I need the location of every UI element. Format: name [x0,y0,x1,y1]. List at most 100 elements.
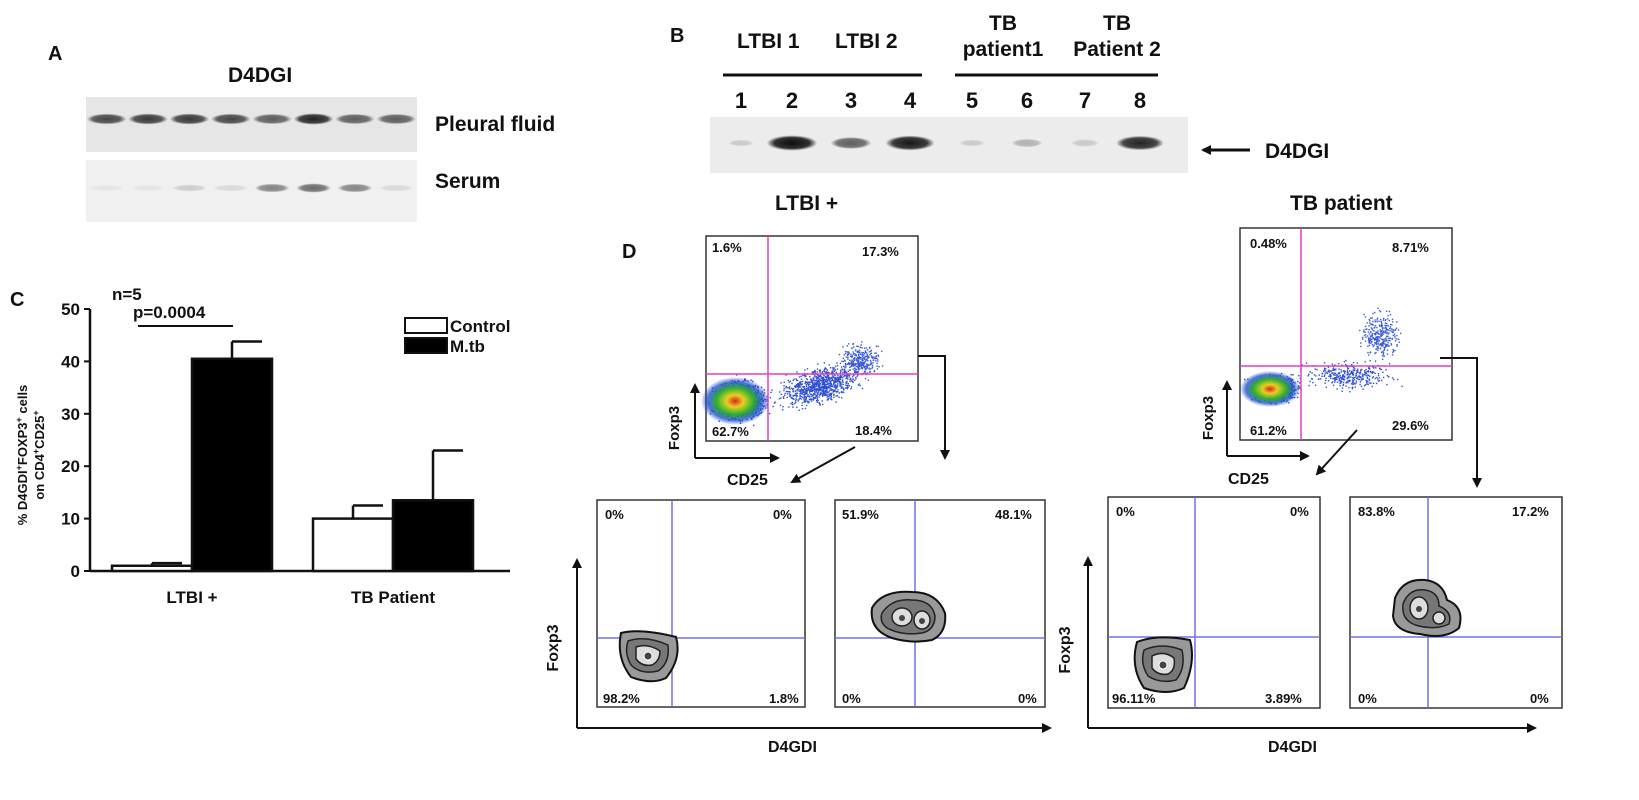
event-dot [834,384,836,387]
event-dot [1376,326,1378,329]
event-dot [804,392,806,394]
event-dot [834,386,837,389]
event-dot [1374,338,1377,340]
event-dot [1377,307,1379,309]
event-dot [804,401,806,403]
event-dot [1372,338,1374,340]
event-dot [843,375,845,378]
tb-bottom-yaxis: Foxp3 [1057,626,1074,673]
ltbi-bottom-xaxis: D4GDI [768,739,817,756]
event-dot [817,377,819,379]
event-dot [827,398,829,401]
event-dot [792,395,794,397]
event-dot [791,401,794,404]
event-dot [1382,353,1384,355]
event-dot [1384,330,1387,332]
event-dot [1357,378,1359,381]
event-dot [1388,332,1390,334]
event-dot [1352,371,1354,374]
event-dot [1393,329,1395,332]
event-dot [810,385,813,387]
event-dot [819,369,821,372]
n-label: n=5 [112,285,142,304]
event-dot [850,386,853,388]
event-dot [825,385,827,388]
event-dot [832,369,834,371]
ltbi-top-xaxis: CD25 [727,472,768,489]
event-dot [1336,388,1338,390]
event-dot [1361,336,1364,339]
event-dot [840,397,843,399]
event-dot [834,379,836,382]
event-dot [1391,338,1393,340]
event-dot [802,396,804,399]
event-dot [833,389,835,391]
y-axis-label-line2: on CD4+CD25+ [31,410,47,499]
panel-c: C n=5 p=0.0004 % D4GDI+FOXP3+ cells on C… [10,285,510,607]
event-dot [796,406,798,409]
event-dot [770,391,772,394]
event-dot [1380,379,1383,382]
event-dot [845,371,847,374]
event-dot [1365,371,1367,373]
event-dot [799,397,801,400]
event-dot [805,393,808,395]
event-dot [853,352,855,355]
event-dot [842,374,844,376]
event-dot [1378,309,1381,312]
event-dot [864,370,866,372]
event-dot [826,369,828,371]
event-dot [804,369,806,371]
event-dot [1368,329,1370,331]
event-dot [855,350,857,352]
event-dot [841,360,843,363]
event-dot [814,385,816,388]
event-dot [1323,375,1326,378]
event-dot [1334,374,1336,376]
event-dot [1352,369,1354,371]
event-dot [794,386,797,389]
event-dot [1366,374,1369,376]
event-dot [1363,313,1365,316]
event-dot [814,382,816,384]
event-dot [1388,337,1391,339]
event-dot [876,368,879,370]
event-dot [827,395,829,397]
ltbi-right-ur: 48.1% [995,507,1032,522]
serum-band [378,184,414,192]
event-dot [785,386,787,389]
event-dot [857,350,859,352]
event-dot [1343,361,1346,363]
event-dot [818,385,820,387]
event-dot [818,382,821,384]
event-dot [812,371,815,373]
legend-label-mtb: M.tb [450,337,485,356]
event-dot [783,387,785,390]
event-dot [832,367,834,370]
event-dot [1374,360,1377,362]
event-dot [804,400,807,402]
event-dot [1351,386,1354,388]
event-dot [849,378,851,381]
event-dot [854,354,856,356]
event-dot [1362,378,1364,381]
event-dot [1356,370,1358,372]
event-dot [1377,380,1380,382]
event-dot [838,378,840,381]
event-dot [828,390,830,393]
event-dot [1371,336,1373,338]
event-dot [1355,374,1358,376]
event-dot [857,361,859,363]
event-dot [1379,325,1381,327]
event-dot [845,366,847,368]
event-dot [1372,345,1375,348]
event-dot [871,356,873,358]
event-dot [846,385,848,387]
event-dot [844,352,847,355]
event-dot [1340,369,1342,371]
event-dot [1377,336,1379,338]
event-dot [859,357,861,359]
event-dot [1336,374,1338,376]
event-dot [805,375,807,378]
event-dot [847,363,849,365]
